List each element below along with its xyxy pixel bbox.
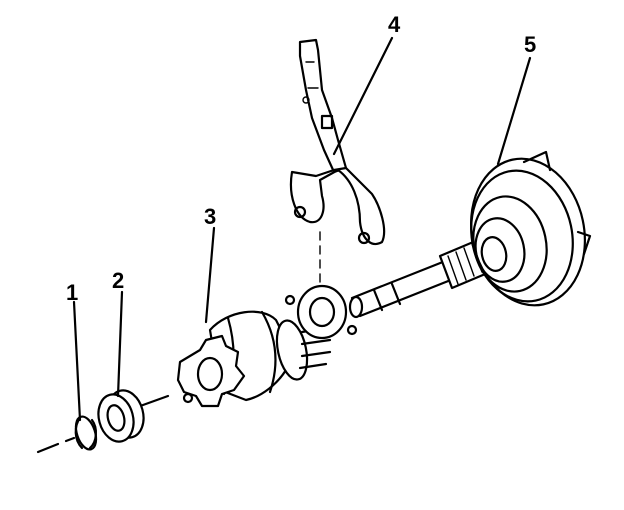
part-1-retaining-ring (74, 415, 98, 451)
part-3-drive-pinion (176, 310, 332, 408)
leader-3 (204, 226, 216, 324)
leader-2 (116, 290, 124, 398)
armature-shaft (348, 238, 492, 319)
leader-4 (332, 36, 394, 156)
callout-3: 3 (204, 204, 216, 229)
leader-5 (496, 56, 532, 166)
leader-1 (72, 300, 82, 422)
leader-lines (72, 36, 532, 422)
callout-4: 4 (388, 12, 401, 37)
part-4-shift-lever (284, 38, 386, 340)
callout-1: 1 (66, 280, 78, 305)
callout-5: 5 (524, 32, 536, 57)
part-5-end-housing (470, 150, 592, 307)
callout-2: 2 (112, 268, 124, 293)
part-2-collar (97, 389, 145, 443)
